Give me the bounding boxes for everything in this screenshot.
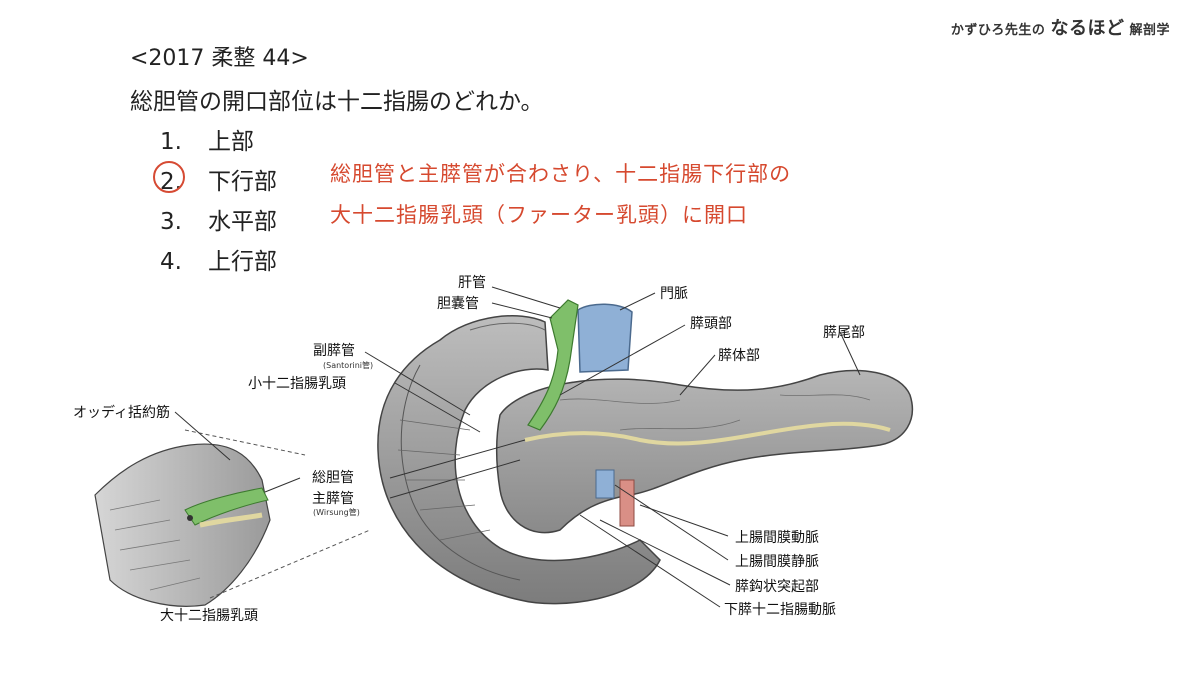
brand-suffix: 解剖学 [1129, 23, 1170, 38]
label-santorini: (Santorini管) [323, 361, 374, 370]
choice-number: 4. [160, 249, 182, 275]
superior-mesenteric-artery [619, 479, 635, 527]
portal-vein [577, 303, 633, 373]
label-pancreatic-body: 膵体部 [718, 348, 760, 364]
main-pancreatic-duct [524, 421, 891, 446]
label-pancreatic-head: 膵頭部 [690, 316, 732, 332]
brand-logo: かずひろ先生の なるほど 解剖学 [951, 14, 1170, 40]
answer-circle-mark [153, 161, 185, 193]
label-superior-mesenteric-vein: 上腸間膜静脈 [735, 554, 819, 570]
label-main-pancreatic-duct: 主膵管 [312, 491, 354, 507]
label-sphincter-of-oddi: オッディ括約筋 [73, 405, 171, 421]
label-common-bile-duct: 総胆管 [312, 470, 354, 486]
brand-prefix: かずひろ先生の [950, 23, 1046, 38]
label-minor-papilla: 小十二指腸乳頭 [248, 376, 346, 392]
duodenum [377, 315, 661, 605]
choice-label: 水平部 [208, 209, 277, 235]
label-portal-vein: 門脈 [660, 286, 688, 302]
superior-mesenteric-vein [595, 469, 615, 499]
choice-3: 3. 水平部 [160, 202, 277, 236]
label-inferior-pancreaticoduodenal-artery: 下膵十二指腸動脈 [724, 602, 836, 618]
label-superior-mesenteric-artery: 上腸間膜動脈 [735, 530, 819, 546]
choice-4: 4. 上行部 [160, 242, 277, 276]
label-wirsung: (Wirsung管) [313, 508, 360, 517]
choice-number: 1. [160, 129, 182, 155]
bile-duct [527, 299, 579, 431]
question-text: 総胆管の開口部位は十二指腸のどれか。 [130, 89, 544, 115]
inset-bile-duct [184, 487, 269, 526]
duodenal-wall-inset [94, 429, 371, 607]
choice-1: 1. 上部 [160, 122, 254, 156]
major-papilla-marker [187, 515, 193, 521]
label-hepatic-duct: 肝管 [458, 275, 486, 291]
explanation-line-1: 総胆管と主膵管が合わさり、十二指腸下行部の [330, 162, 792, 186]
choice-label: 上行部 [208, 249, 277, 275]
question-code: <2017 柔整 44> [130, 46, 309, 71]
choice-number: 3. [160, 209, 182, 235]
label-uncinate-process: 膵鈎状突起部 [735, 579, 819, 595]
label-major-papilla: 大十二指腸乳頭 [160, 608, 258, 624]
choice-label: 上部 [208, 129, 254, 155]
label-accessory-pancreatic-duct: 副膵管 [313, 343, 355, 359]
label-pancreatic-tail: 膵尾部 [823, 325, 865, 341]
label-cystic-duct: 胆嚢管 [437, 296, 479, 312]
explanation-line-2: 大十二指腸乳頭（ファーター乳頭）に開口 [330, 203, 748, 227]
choice-label: 下行部 [208, 169, 277, 195]
brand-main: なるほど [1050, 18, 1125, 39]
